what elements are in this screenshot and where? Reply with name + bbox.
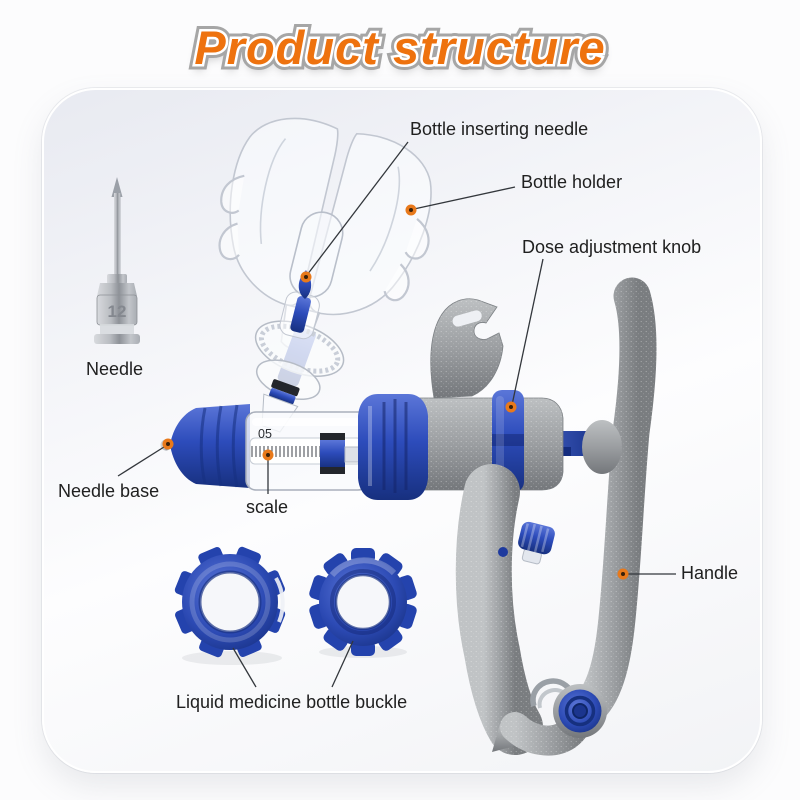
page-title-text: Product structure: [194, 20, 606, 75]
label-needle-base: Needle base: [58, 481, 160, 501]
bottle-buckle-right-illustration: [309, 548, 417, 658]
barrel-collar: [358, 394, 428, 500]
callout-leader-lines: [117, 141, 676, 688]
label-bottle-inserting-needle: Bottle inserting needle: [410, 119, 589, 139]
needle-base-cone: [170, 404, 250, 488]
dot-handle: [617, 568, 629, 580]
syringe-assembly: 05: [160, 394, 428, 500]
dot-scale: [262, 449, 274, 461]
label-scale: scale: [246, 497, 289, 517]
plunger-seal: [320, 440, 345, 468]
label-bottle-holder: Bottle holder: [521, 172, 623, 192]
leader-needle-base: [117, 446, 165, 477]
lock-knob-illustration: [518, 521, 555, 565]
label-handle: Handle: [681, 563, 739, 583]
leader-dose-adjustment-knob: [511, 258, 544, 406]
leader-bottle-inserting-needle: [306, 141, 409, 276]
label-dose-adjustment-knob: Dose adjustment knob: [522, 237, 702, 257]
scale-value-marking: 05: [258, 427, 272, 441]
leader-buckle-left: [232, 647, 257, 688]
callout-dots: [162, 204, 629, 580]
arm-pin-dot: [498, 547, 508, 557]
page-title: Product structure: [0, 20, 800, 75]
handle-front-arm: [484, 492, 581, 752]
dot-dose-adjustment-knob: [505, 401, 517, 413]
pivot-button-illustration: [553, 684, 607, 738]
label-needle: Needle: [86, 359, 144, 379]
handle-rear-arm: [584, 296, 638, 711]
horn-slot-hole: [452, 310, 482, 327]
leader-buckle-right: [331, 640, 354, 688]
bottle-buckle-left-illustration: [174, 546, 286, 665]
dot-bottle-holder: [405, 204, 417, 216]
dot-bottle-inserting-needle: [300, 271, 312, 283]
handle-shaft-junction: [582, 420, 622, 474]
injector-body: [417, 298, 564, 491]
dot-needle-base: [162, 438, 174, 450]
needle-illustration: 12: [94, 177, 140, 344]
label-liquid-medicine-bottle-buckle: Liquid medicine bottle buckle: [176, 692, 408, 712]
leader-bottle-holder: [413, 186, 516, 210]
needle-gauge-marking: 12: [108, 302, 127, 321]
